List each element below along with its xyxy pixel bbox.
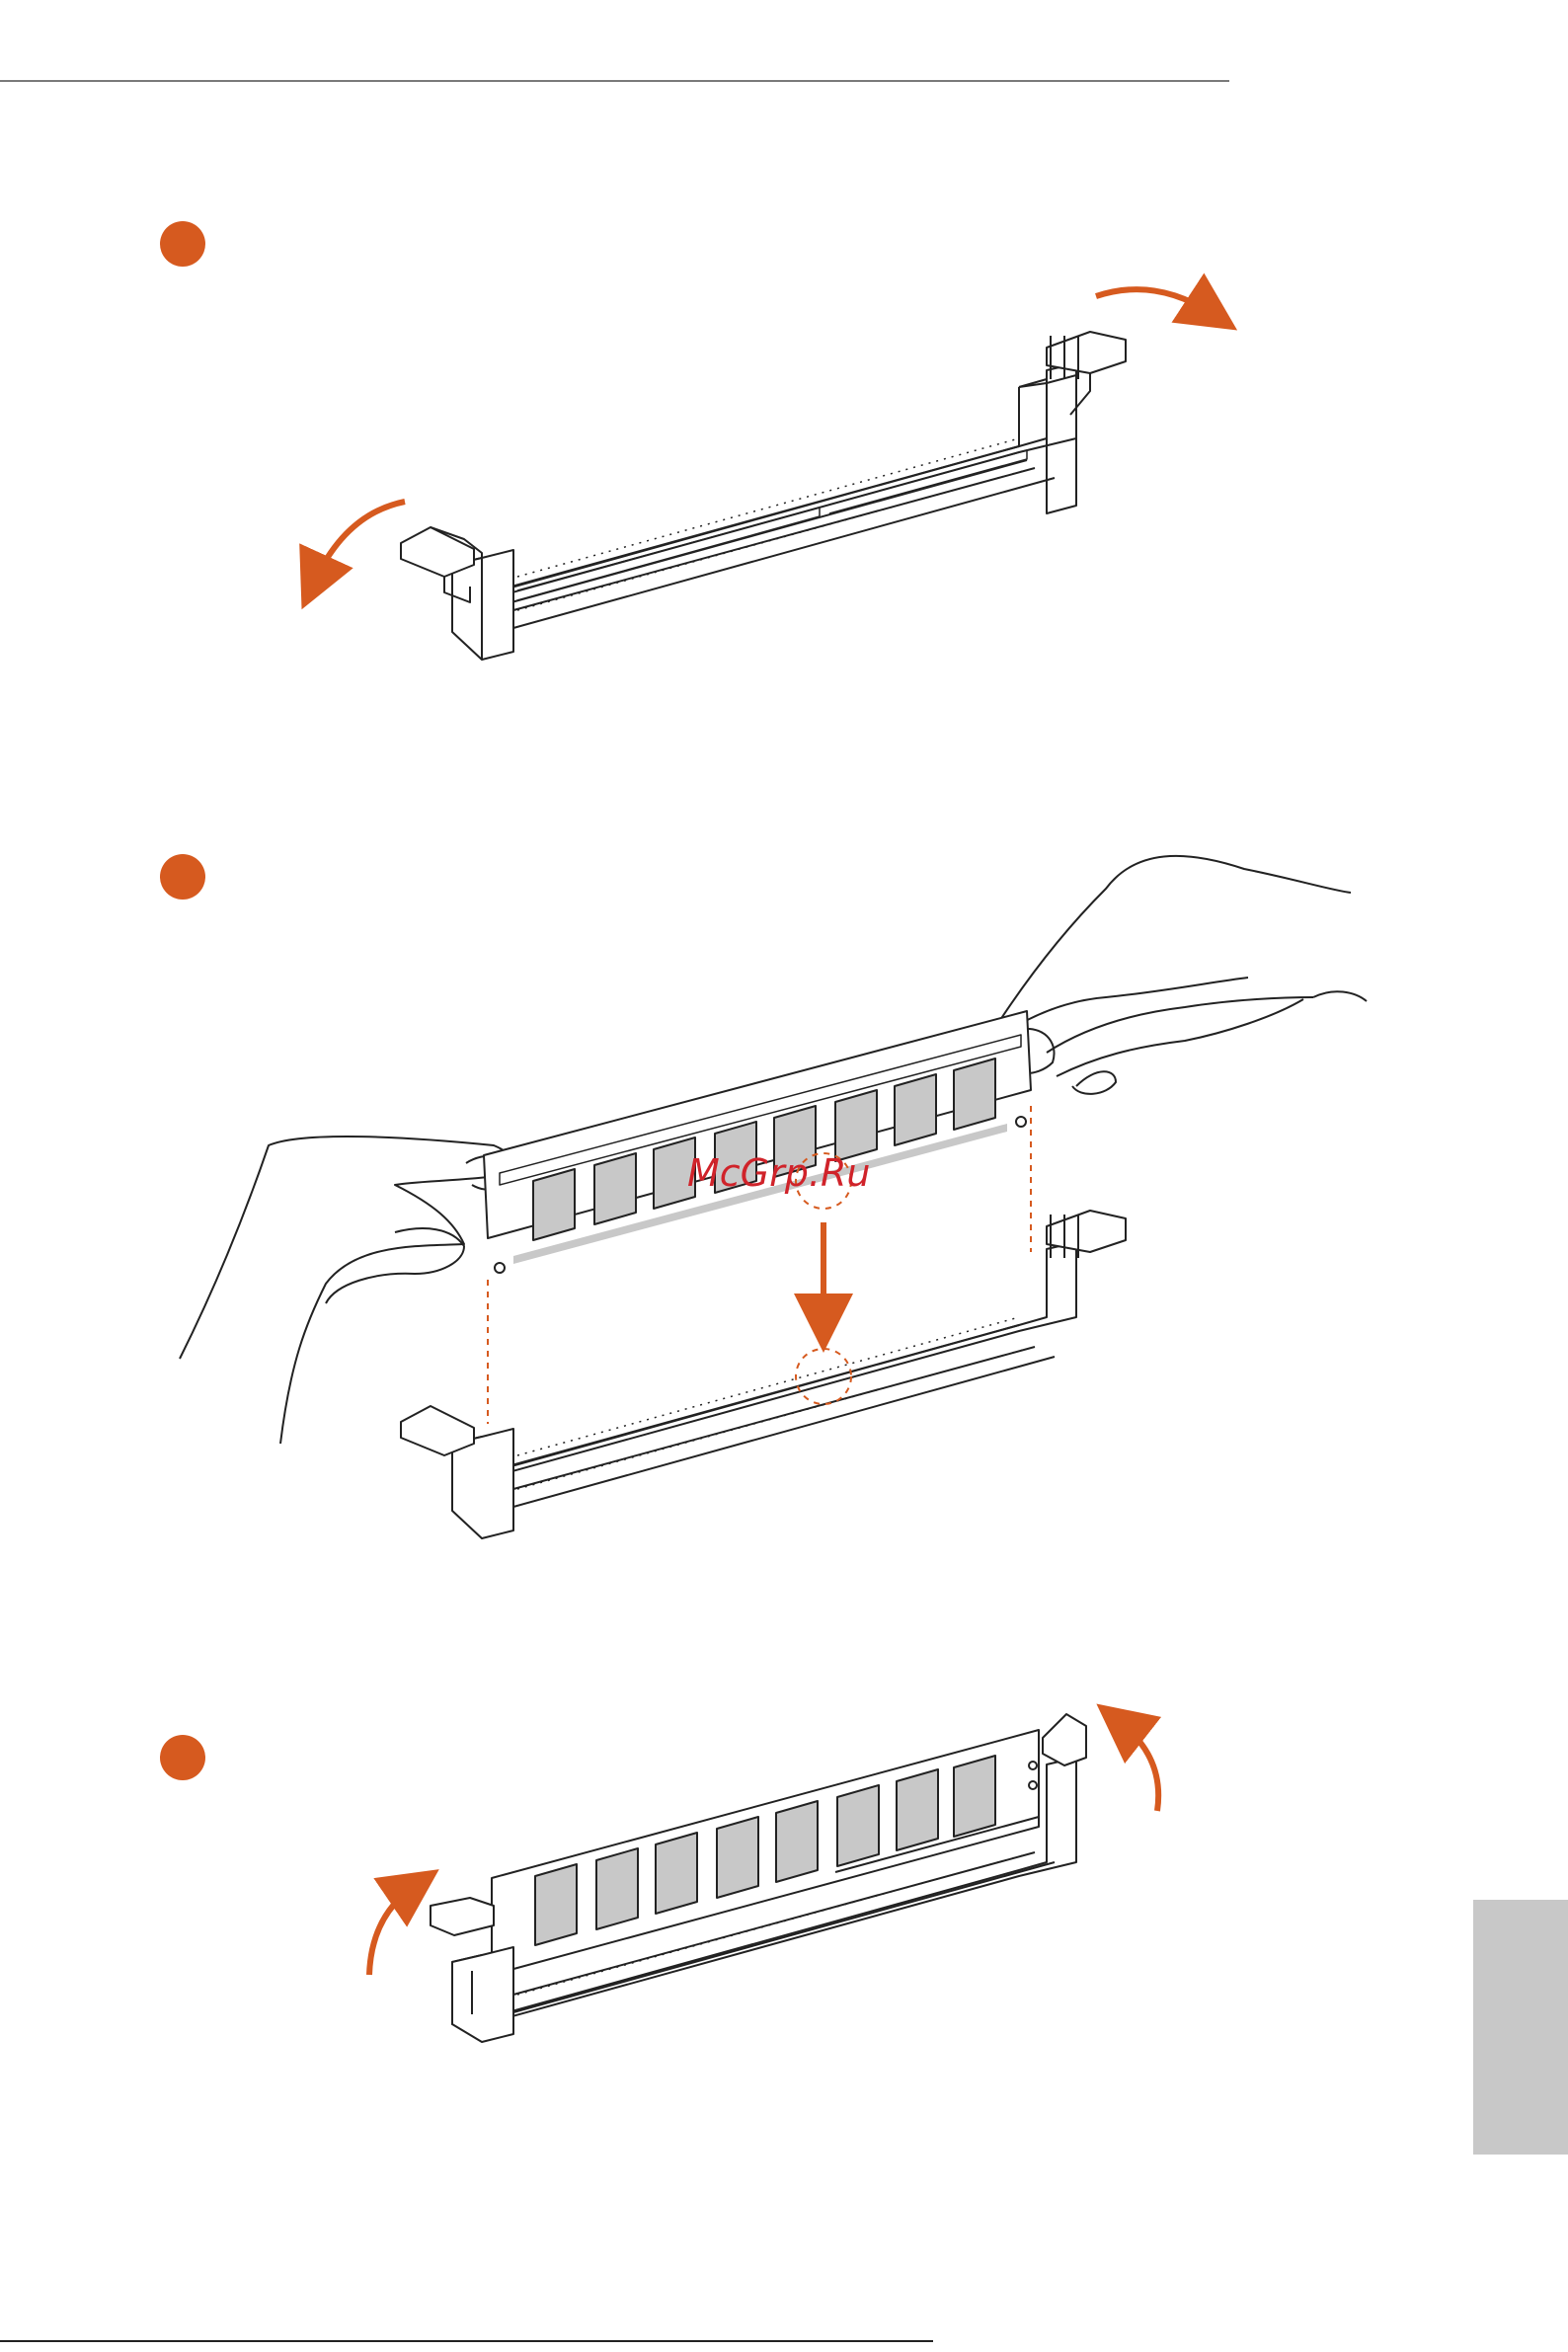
close-latch-left-arrow (369, 1886, 415, 1975)
open-latch-right-arrow (1096, 289, 1213, 314)
step-3-figure (431, 1714, 1086, 2042)
close-latch-right-arrow (1120, 1722, 1158, 1811)
side-language-tab (1473, 1900, 1568, 2155)
watermark: McGrp.Ru (687, 1151, 870, 1195)
step-2-figure (180, 856, 1367, 1538)
step-1-figure (401, 332, 1126, 660)
open-latch-left-arrow (314, 502, 405, 583)
footer-rule (0, 2340, 933, 2342)
